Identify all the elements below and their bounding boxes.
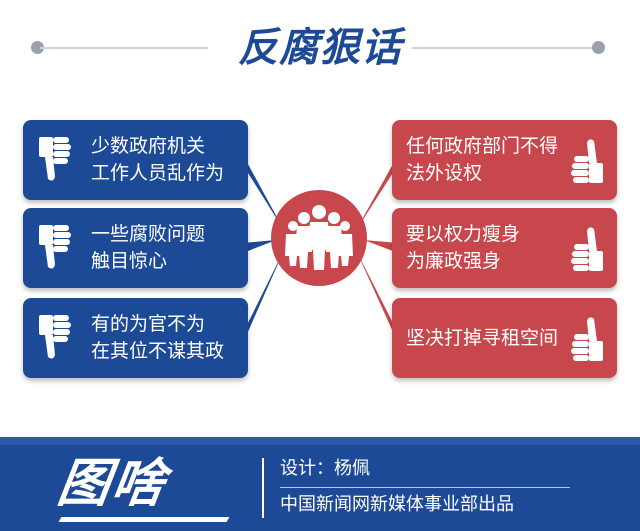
right-card-1: 任何政府部门不得 法外设权 xyxy=(392,120,617,200)
footer-band xyxy=(0,437,640,445)
right-card-3: 坚决打掉寻租空间 xyxy=(392,298,617,378)
left-card-1: 少数政府机关 工作人员乱作为 xyxy=(23,120,248,200)
thumbs-down-icon xyxy=(39,225,71,269)
people-group-icon xyxy=(285,205,353,270)
right-card-1-line-1: 任何政府部门不得 xyxy=(406,135,559,157)
connector-right-1 xyxy=(355,155,398,232)
right-card-2: 要以权力瘦身 为廉政强身 xyxy=(392,208,617,288)
right-card-1-text: 任何政府部门不得 法外设权 xyxy=(392,133,565,187)
source-credit: 中国新闻网新媒体事业部出品 xyxy=(280,494,514,515)
connector-right-3 xyxy=(355,248,398,343)
thumbs-down-icon xyxy=(39,137,71,181)
left-card-1-text: 少数政府机关 工作人员乱作为 xyxy=(77,133,248,187)
page-title: 反腐狠话 xyxy=(238,25,402,71)
thumbs-up-icon xyxy=(571,317,603,361)
title-dot-left xyxy=(31,41,44,54)
connector-left-1 xyxy=(243,155,285,232)
credit-rule xyxy=(280,487,570,488)
footer-logo-underline xyxy=(58,517,230,522)
left-card-3-line-2: 在其位不谋其政 xyxy=(91,340,225,362)
right-card-2-line-1: 要以权力瘦身 xyxy=(406,223,521,245)
footer-divider xyxy=(262,458,264,518)
center-hub xyxy=(271,190,367,286)
left-card-2: 一些腐败问题 触目惊心 xyxy=(23,208,248,288)
right-card-1-line-2: 法外设权 xyxy=(406,162,483,184)
left-card-2-line-2: 触目惊心 xyxy=(91,250,168,272)
left-card-2-text: 一些腐败问题 触目惊心 xyxy=(77,221,248,275)
right-card-3-text: 坚决打掉寻租空间 xyxy=(392,325,565,352)
right-card-2-line-2: 为廉政强身 xyxy=(406,250,502,272)
left-card-3: 有的为官不为 在其位不谋其政 xyxy=(23,298,248,378)
connector-left-3 xyxy=(243,248,285,343)
left-card-1-line-2: 工作人员乱作为 xyxy=(91,162,225,184)
left-card-3-text: 有的为官不为 在其位不谋其政 xyxy=(77,311,248,365)
thumbs-up-icon xyxy=(571,139,603,183)
right-card-2-text: 要以权力瘦身 为廉政强身 xyxy=(392,221,565,275)
connector-left-2 xyxy=(243,240,276,253)
left-card-3-line-1: 有的为官不为 xyxy=(91,313,206,335)
thumbs-down-icon xyxy=(39,315,71,359)
right-card-3-line-1: 坚决打掉寻租空间 xyxy=(406,326,559,349)
design-credit: 设计：杨佩 xyxy=(280,458,370,479)
connector-right-2 xyxy=(364,240,398,253)
left-card-1-line-1: 少数政府机关 xyxy=(91,135,206,157)
footer xyxy=(0,437,640,531)
footer-logo: 图啥 xyxy=(53,454,171,514)
title-rule-left xyxy=(40,47,208,49)
title-dot-right xyxy=(592,41,605,54)
title-rule-right xyxy=(412,47,602,49)
thumbs-up-icon xyxy=(571,227,603,271)
left-card-2-line-1: 一些腐败问题 xyxy=(91,223,206,245)
